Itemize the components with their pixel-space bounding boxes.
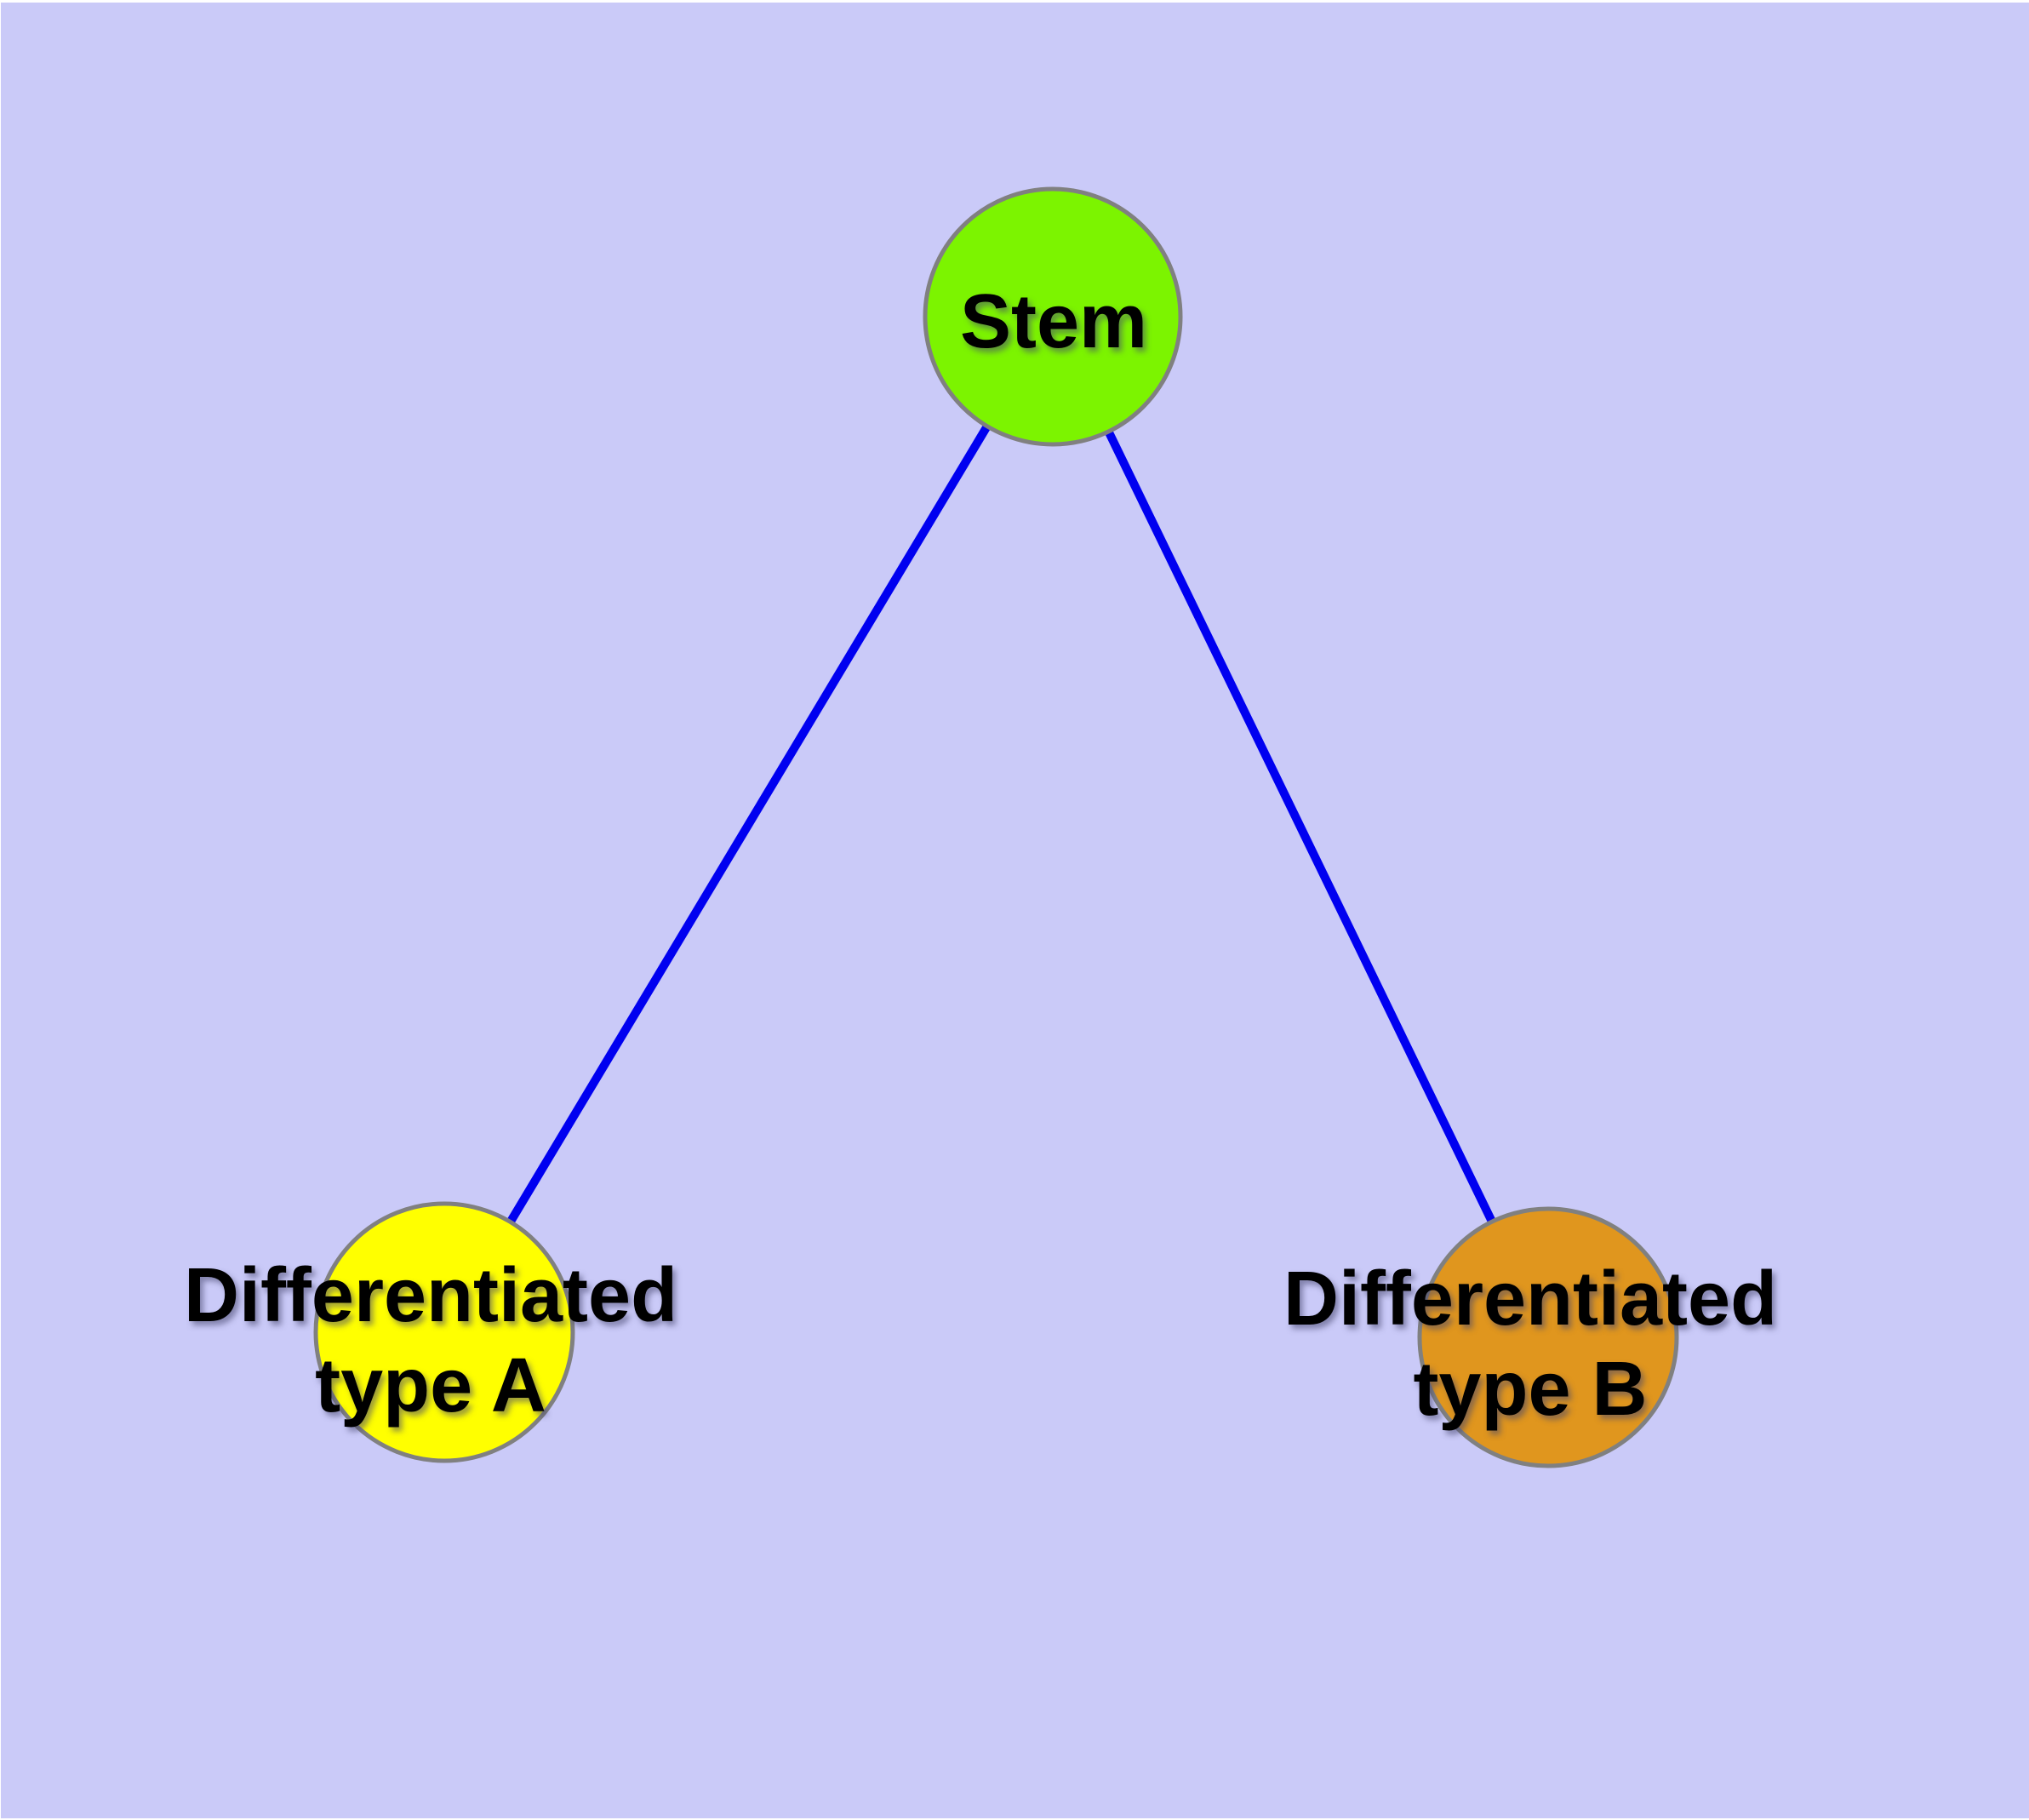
node-stem-label: Stem [959, 279, 1148, 364]
graph-canvas [313, 186, 1679, 1468]
node-type-b-label: Differentiated type B [1283, 1256, 1778, 1432]
node-type-a-label: Differentiated type A [183, 1253, 678, 1428]
node-type-a-circle [313, 1201, 575, 1463]
edge-stem-to-type-a [440, 314, 1057, 1335]
diagram-background: Stem Differentiated type A Differentiate… [1, 3, 2029, 1818]
node-type-b-circle [1417, 1206, 1679, 1468]
edge-stem-to-type-b [1049, 314, 1552, 1340]
node-stem-circle [923, 186, 1183, 447]
